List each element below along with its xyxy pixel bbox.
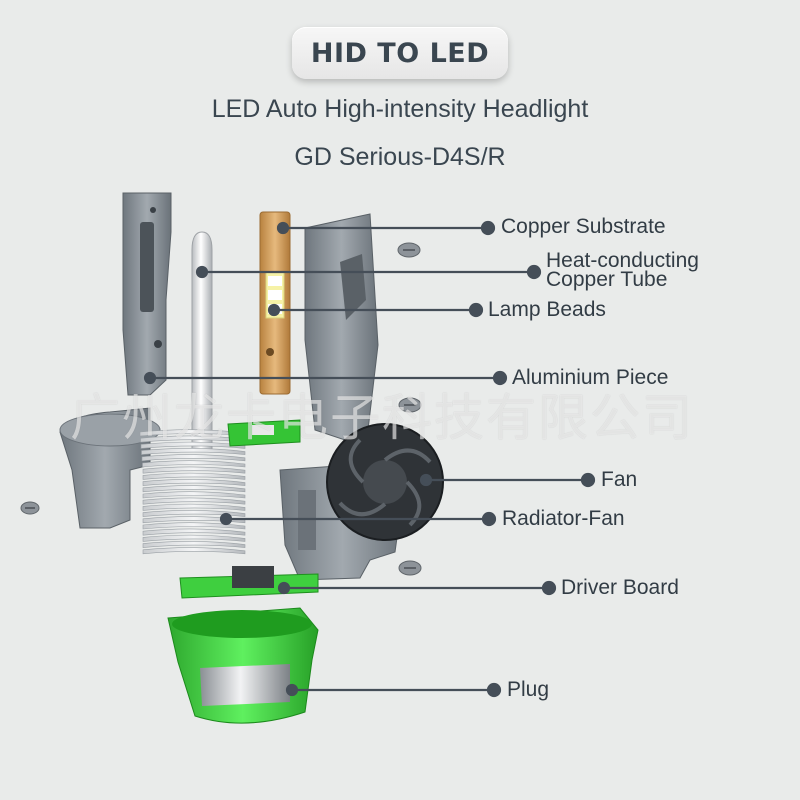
label-heat-tube-line1: Heat-conducting [546,249,699,272]
radiator-fin [140,441,246,449]
label-aluminium-piece: Aluminium Piece [512,366,669,389]
radiator-fin [142,522,246,530]
copper-substrate [259,211,291,395]
radiator-fin [142,497,246,505]
label-fan: Fan [601,468,638,491]
radiator-fin [142,491,246,499]
radiator-fin [142,466,246,474]
screw-bottom [398,560,422,576]
title-badge: HID TO LED [292,27,508,79]
label-radiator-fan: Radiator-Fan [502,507,625,530]
title-badge-text: HID TO LED [310,37,490,69]
heat-tube [191,231,213,451]
label-plug: Plug [507,678,550,701]
label-heat-tube-line2: Copper Tube [546,268,668,291]
radiator-fin [142,472,246,480]
radiator-fins [139,429,246,555]
left-bracket [59,192,172,529]
fan [326,423,444,541]
radiator-fin [142,479,246,486]
screw-top [397,242,421,258]
company-watermark: 广州龙卡电子科技有限公司 [70,389,694,447]
leader-lines [143,220,596,698]
product-subtitle: LED Auto High-intensity Headlight [211,95,589,123]
label-copper-substrate: Copper Substrate [501,215,666,238]
radiator-fin [141,448,246,455]
label-lamp-beads: Lamp Beads [488,298,606,321]
radiator-fin [142,534,246,542]
radiator-fin [142,485,246,493]
label-driver-board: Driver Board [561,576,679,599]
screw-left [20,501,40,515]
radiator-fin [142,460,246,468]
plug [167,607,319,724]
radiator-fin [142,528,246,536]
radiator-fin [142,516,246,524]
radiator-fin [142,510,246,517]
led-board [227,419,301,447]
radiator-fin [142,503,246,511]
radiator-fin [142,547,246,555]
radiator-fin [142,541,246,548]
screw-middle [398,397,422,413]
radiator-fin [141,454,246,462]
model-subtitle: GD Serious-D4S/R [294,143,506,171]
